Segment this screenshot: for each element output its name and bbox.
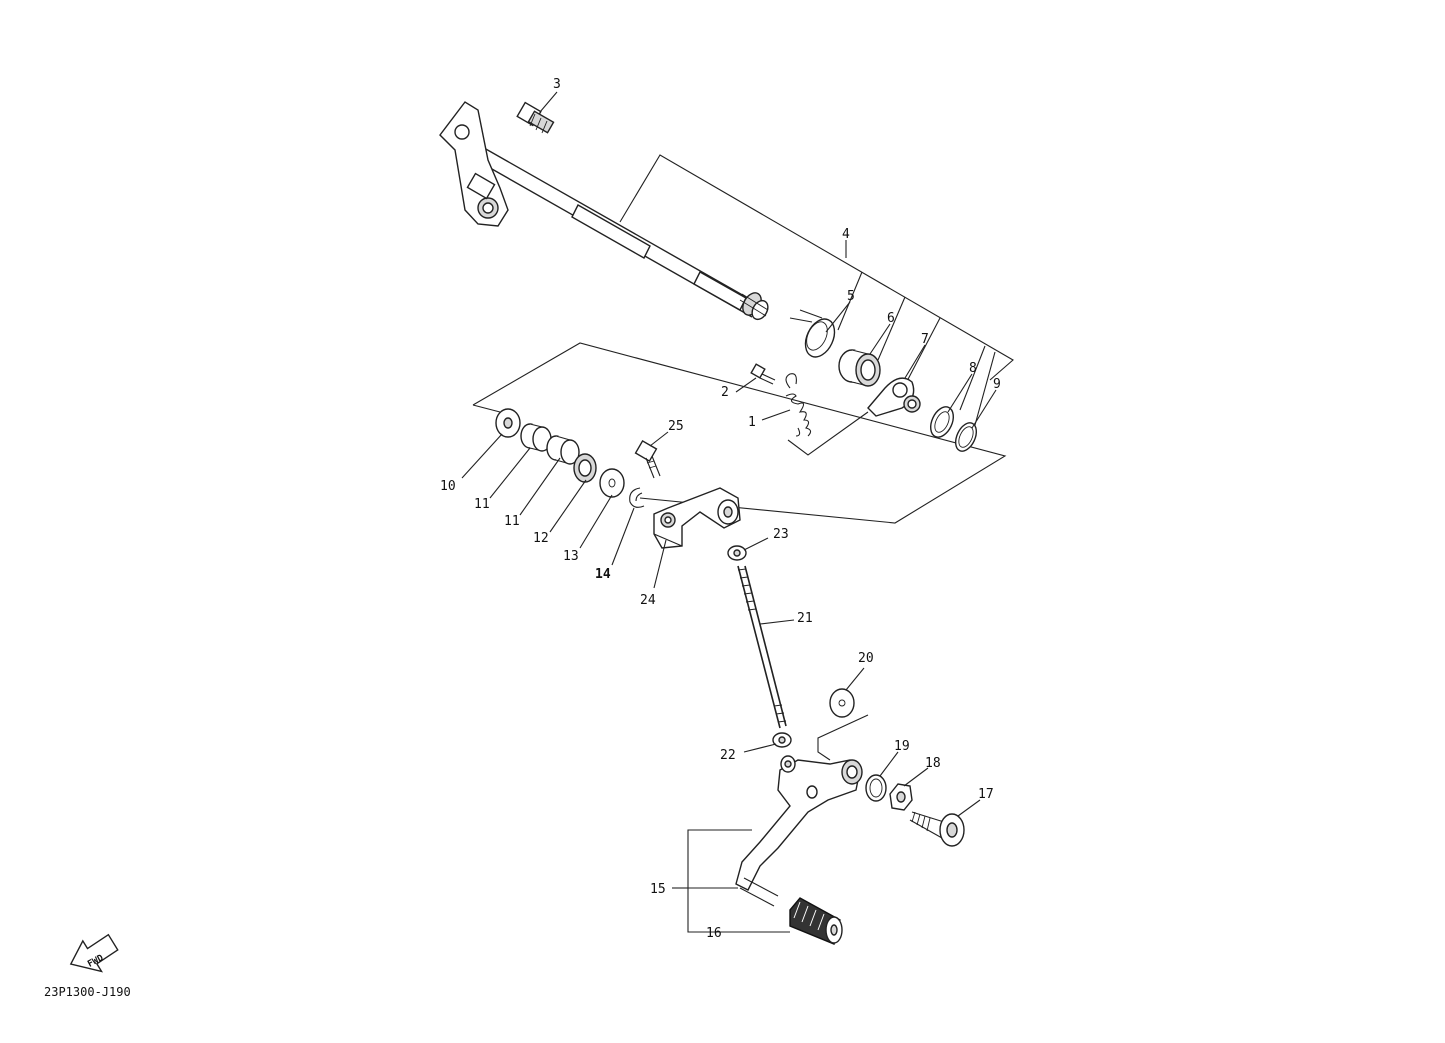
part-6-collar bbox=[838, 349, 881, 387]
part-5-torsion-spring bbox=[789, 309, 836, 358]
callout-6: 6 bbox=[887, 311, 895, 326]
callout-5: 5 bbox=[847, 289, 855, 304]
callout-19: 19 bbox=[894, 739, 910, 754]
callout-23: 23 bbox=[773, 527, 789, 542]
part-13-washer bbox=[599, 468, 625, 498]
leader-lines bbox=[461, 91, 997, 933]
part-19-washer bbox=[865, 774, 887, 802]
callout-2: 2 bbox=[721, 385, 729, 400]
part-22-nut bbox=[772, 732, 792, 748]
shift-shaft bbox=[461, 139, 769, 321]
part-24-shift-arm bbox=[653, 487, 741, 549]
callout-12: 12 bbox=[533, 531, 549, 546]
callout-11-b: 11 bbox=[504, 514, 520, 529]
callout-3: 3 bbox=[553, 77, 561, 92]
callout-16: 16 bbox=[706, 926, 722, 941]
callout-18: 18 bbox=[925, 756, 941, 771]
part-15-shift-pedal bbox=[735, 755, 863, 907]
callout-21: 21 bbox=[797, 611, 813, 626]
part-16-pedal-rubber bbox=[789, 897, 843, 945]
part-21-shift-rod bbox=[737, 565, 787, 729]
part-9-circlip bbox=[954, 422, 978, 452]
callout-17: 17 bbox=[978, 787, 994, 802]
callout-15: 15 bbox=[650, 882, 666, 897]
callout-14: 14 bbox=[595, 567, 611, 582]
part-8-washer bbox=[929, 406, 955, 438]
part-17-pivot-bolt bbox=[909, 811, 965, 847]
callout-13: 13 bbox=[563, 549, 579, 564]
part-14-circlip bbox=[629, 487, 645, 508]
part-12-oil-seal bbox=[573, 453, 597, 483]
part-11-bushing-b bbox=[546, 435, 580, 465]
part-18-nut bbox=[889, 783, 913, 811]
callout-9: 9 bbox=[993, 377, 1001, 392]
part-23-nut bbox=[727, 545, 747, 561]
callout-24: 24 bbox=[640, 593, 656, 608]
callout-25: 25 bbox=[668, 419, 684, 434]
part-3-bolt bbox=[516, 101, 555, 134]
callout-11-a: 11 bbox=[474, 497, 490, 512]
callout-7: 7 bbox=[921, 332, 929, 347]
group-bracket-lower bbox=[472, 342, 1007, 524]
callout-10: 10 bbox=[440, 479, 456, 494]
callout-1: 1 bbox=[748, 415, 756, 430]
shift-arm-plate bbox=[439, 101, 509, 227]
callout-20: 20 bbox=[858, 651, 874, 666]
part-1-spring bbox=[785, 373, 812, 437]
diagram-code: 23P1300-J190 bbox=[44, 985, 131, 999]
part-10-washer bbox=[495, 408, 521, 438]
part-25-bolt bbox=[634, 439, 661, 479]
callout-8: 8 bbox=[969, 361, 977, 376]
fwd-arrow-icon: FWD bbox=[69, 933, 119, 973]
part-20-washer bbox=[829, 688, 855, 718]
part-2-screw bbox=[750, 363, 776, 385]
callout-22: 22 bbox=[720, 748, 736, 763]
callout-4: 4 bbox=[842, 227, 850, 242]
group-bracket-upper bbox=[619, 154, 1014, 456]
part-11-bushing-a bbox=[520, 423, 552, 452]
part-7-plate bbox=[867, 377, 921, 417]
callout-labels: 3 4 5 6 7 8 9 2 1 25 10 11 11 12 13 14 2… bbox=[440, 77, 1001, 941]
